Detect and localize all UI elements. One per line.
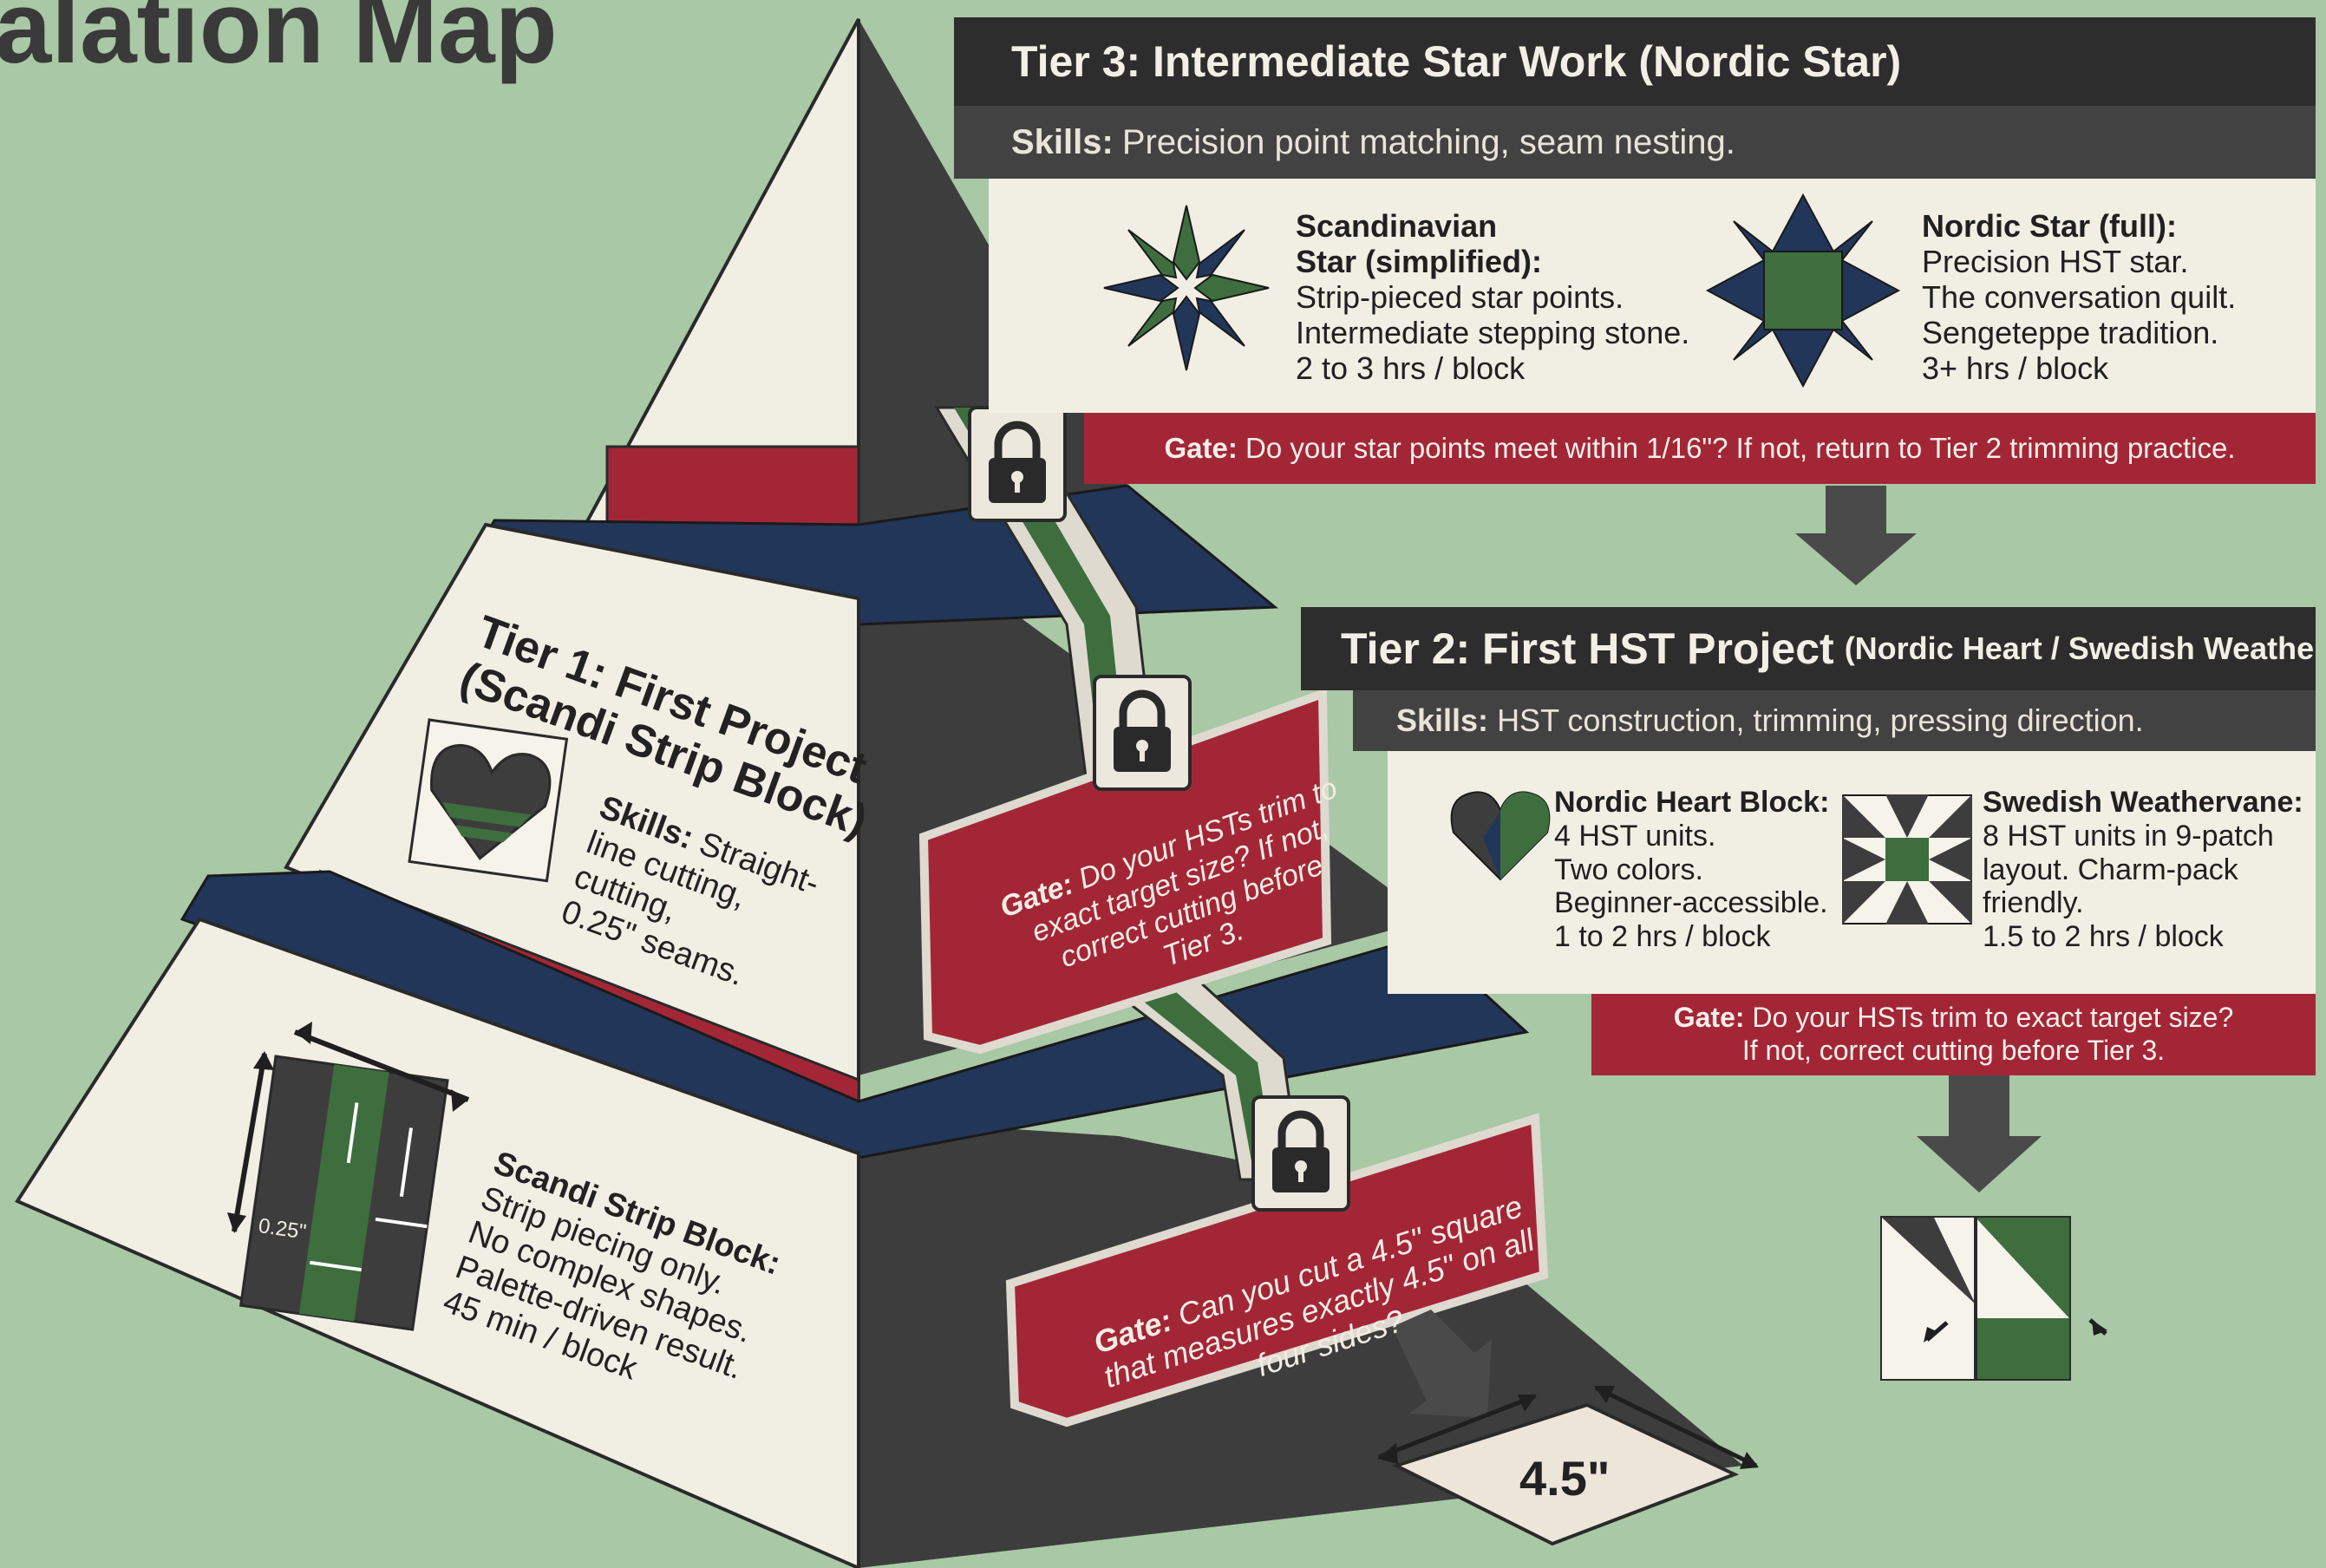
tier3-title-text: Tier 3: Intermediate Star Work (Nordic S… [1011, 37, 1902, 86]
tier3-block2-line: The conversation quilt. [1922, 279, 2237, 316]
upper-gate-plaque [918, 687, 1332, 1055]
tier3-block1-line: Strip-pieced star points. [1296, 279, 1624, 316]
tier2-block2-line: 8 HST units in 9-patch [1983, 819, 2274, 853]
scandinavian-star-icon [1103, 205, 1270, 371]
tier2-gate: Gate: Do your HSTs trim to exact target … [1591, 994, 2316, 1075]
tier2-block2-line: 1.5 to 2 hrs / block [1983, 920, 2224, 953]
lock-icon [968, 406, 1067, 522]
tier2-block2-title: Swedish Weathervane: [1983, 786, 2303, 819]
tier3-skills-text: Precision point matching, seam nesting. [1121, 122, 1735, 161]
lock-icon [1251, 1095, 1350, 1212]
tier3-skills: Skills: Precision point matching, seam n… [954, 106, 2316, 179]
tier3-skills-label: Skills: [1011, 122, 1114, 161]
tier3-gate-label: Gate: [1164, 431, 1238, 464]
tier3-block2-line: 3+ hrs / block [1922, 350, 2109, 387]
tier3-block1-line: 2 to 3 hrs / block [1296, 350, 1526, 387]
swedish-weathervane-icon [1842, 794, 1972, 924]
square-size-label: 4.5" [1519, 1451, 1611, 1506]
tier2-block1-text: Nordic Heart Block: 4 HST units. Two col… [1554, 786, 1829, 954]
tier2-block1-line: Two colors. [1554, 853, 1703, 886]
page-title: calation Map [0, 0, 558, 85]
tier2-skills-text: HST construction, trimming, pressing dir… [1497, 702, 2144, 738]
tier3-block2-text: Nordic Star (full): Precision HST star. … [1922, 208, 2236, 386]
tier3-gate-text: Do your star points meet within 1/16"? I… [1245, 431, 2236, 464]
tier2-skills-label: Skills: [1396, 702, 1489, 738]
tier2-block1-line: Beginner-accessible. [1554, 886, 1828, 920]
tier3-gate: Gate: Do your star points meet within 1/… [1084, 413, 2316, 484]
tier2-gate-line2: If not, correct cutting before Tier 3. [1741, 1035, 2166, 1066]
tier2-block2-text: Swedish Weathervane: 8 HST units in 9-pa… [1983, 786, 2303, 954]
nordic-heart-icon [1450, 791, 1551, 881]
tier2-title-sub: (Nordic Heart / Swedish Weathervane) [1844, 630, 2316, 666]
scandi-strip-block-icon [238, 1055, 449, 1331]
tier3-block2-line: Sengeteppe tradition. [1922, 315, 2219, 351]
tier3-block1-text: Scandinavian Star (simplified): Strip-pi… [1296, 208, 1689, 386]
tier2-block1-title: Nordic Heart Block: [1554, 786, 1830, 819]
tier2-body: Nordic Heart Block: 4 HST units. Two col… [1388, 751, 2316, 994]
tier2-block1-line: 1 to 2 hrs / block [1554, 920, 1771, 953]
hst-unit-icon [1880, 1216, 2071, 1381]
tier2-gate-label: Gate: [1673, 1002, 1745, 1034]
tier2-title: Tier 2: First HST Project (Nordic Heart … [1301, 607, 2316, 690]
cut-square-diamond [1391, 1402, 1740, 1546]
tier3-block1-line: Intermediate stepping stone. [1296, 315, 1690, 351]
tier2-skills: Skills: HST construction, trimming, pres… [1353, 690, 2316, 751]
tier1-left-face [15, 917, 860, 1568]
nordic-heart-icon [408, 718, 569, 883]
tier2-block1-line: 4 HST units. [1554, 819, 1716, 853]
down-arrow-icon [1795, 486, 1917, 585]
tier3-block2-title: Nordic Star (full): [1922, 208, 2177, 244]
tier3-body: Scandinavian Star (simplified): Strip-pi… [989, 179, 2316, 413]
tier2-block2-line: layout. Charm-pack [1983, 853, 2238, 886]
down-arrow-icon [1917, 1075, 2042, 1192]
tier3-block2-line: Precision HST star. [1922, 244, 2189, 280]
tier3-block1-title: Scandinavian Star (simplified): [1296, 208, 1543, 280]
lock-icon [1093, 675, 1192, 791]
down-arrow-icon [1392, 1310, 1492, 1418]
tier2-block2-line: friendly. [1983, 886, 2084, 920]
lower-gate-plaque [1005, 1113, 1549, 1428]
tier2-title-text: Tier 2: First HST Project [1341, 624, 1834, 673]
nordic-star-icon [1705, 193, 1901, 389]
tier2-gate-line1: Do your HSTs trim to exact target size? [1752, 1002, 2234, 1034]
tier3-title: Tier 3: Intermediate Star Work (Nordic S… [954, 17, 2316, 106]
